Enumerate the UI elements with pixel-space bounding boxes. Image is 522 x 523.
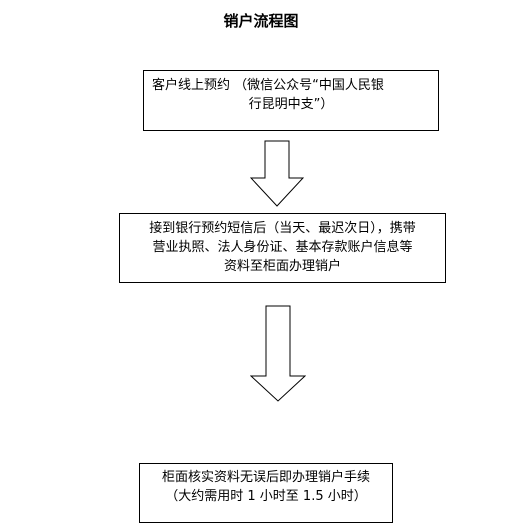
step-1-line-2: 行昆明中支”） (248, 97, 334, 112)
step-2-line-3: 资料至柜面办理销户 (223, 259, 341, 274)
step-2-line-1: 接到银行预约短信后（当天、最迟次日），携带 (149, 221, 416, 236)
step-3-line-1: 柜面核实资料无误后即办理销户手续 (161, 470, 370, 485)
down-arrow-2 (250, 305, 306, 402)
step-3-box: 柜面核实资料无误后即办理销户手续 （大约需用时 1 小时至 1.5 小时） (139, 463, 393, 523)
step-3-line-2: （大约需用时 1 小时至 1.5 小时） (165, 489, 367, 504)
step-2-box: 接到银行预约短信后（当天、最迟次日），携带 营业执照、法人身份证、基本存款账户信… (119, 213, 446, 283)
step-2-line-2: 营业执照、法人身份证、基本存款账户信息等 (152, 240, 413, 255)
down-arrow-1 (250, 140, 304, 207)
step-1-box: 客户线上预约 （微信公众号“中国人民银 行昆明中支”） (143, 70, 439, 131)
diagram-title: 销户流程图 (223, 12, 299, 30)
step-1-line-1: 客户线上预约 （微信公众号“中国人民银 (152, 78, 384, 93)
